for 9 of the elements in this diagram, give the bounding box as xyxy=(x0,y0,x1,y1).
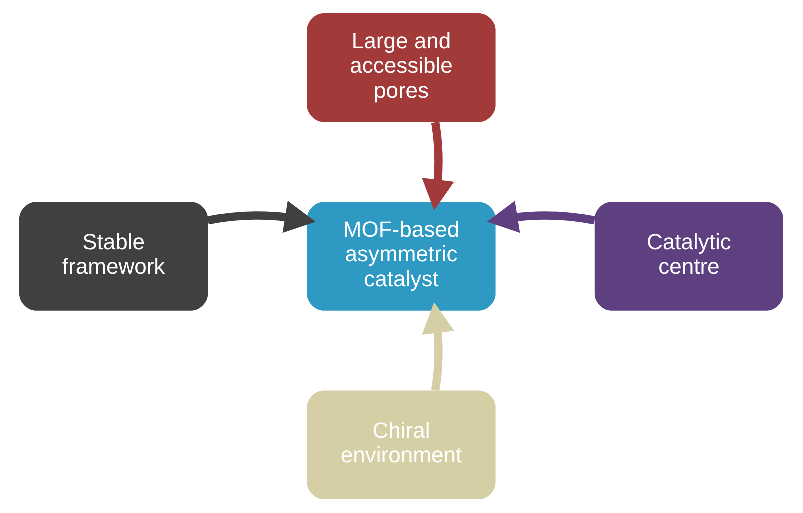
node-box: Large and accessible pores xyxy=(307,14,496,122)
arrow xyxy=(207,201,316,234)
arrow xyxy=(422,122,454,211)
arrow xyxy=(487,201,596,234)
node-box: Stable framework xyxy=(20,202,208,311)
node-box: MOF-based asymmetric catalyst xyxy=(307,202,496,311)
node-box: Chiral environment xyxy=(307,390,496,500)
arrow xyxy=(422,302,454,392)
node-box: Catalytic centre xyxy=(594,202,784,311)
